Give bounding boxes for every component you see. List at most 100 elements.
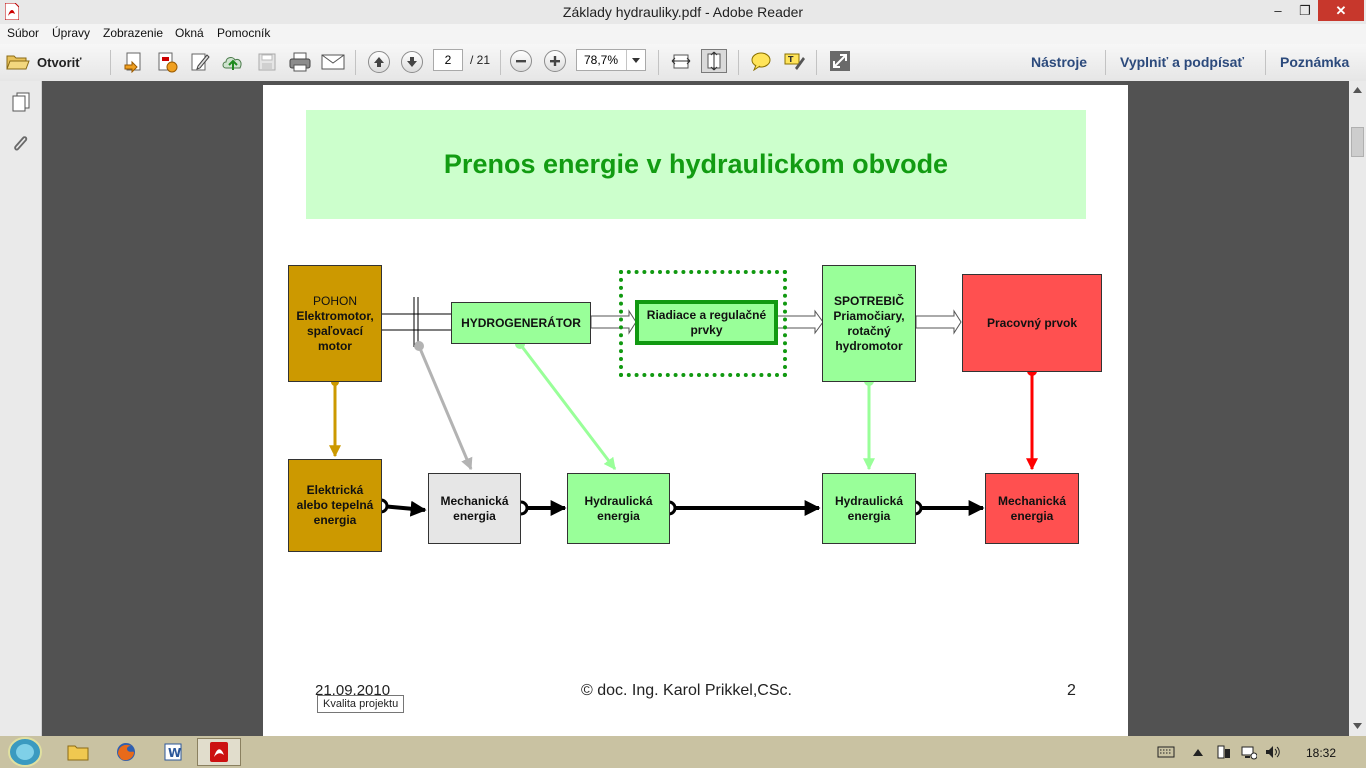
create-pdf-button[interactable] [121, 50, 147, 74]
zoom-out-button[interactable] [508, 49, 534, 73]
maximize-button[interactable]: ❐ [1299, 3, 1311, 18]
page-number-input[interactable]: 2 [433, 49, 463, 71]
start-orb-icon [8, 737, 42, 767]
taskbar-explorer[interactable] [56, 738, 100, 766]
slide-title: Prenos energie v hydraulickom obvode [443, 149, 949, 179]
scrollbar-thumb[interactable] [1351, 127, 1364, 157]
window-title: Základy hydrauliky.pdf - Adobe Reader [562, 4, 804, 20]
plus-icon [550, 56, 560, 66]
word-icon: W [164, 743, 182, 761]
minus-icon [516, 60, 526, 63]
export-pdf-button[interactable] [154, 50, 180, 74]
volume-icon[interactable] [1265, 745, 1281, 759]
save-disk-icon [258, 53, 276, 71]
highlight-button[interactable]: T [781, 49, 807, 73]
fit-width-button[interactable] [668, 49, 694, 73]
network-icon[interactable] [1241, 744, 1257, 760]
page-thumbnails-icon[interactable] [10, 91, 32, 113]
firefox-icon [117, 743, 135, 761]
toolbar-separator [500, 50, 501, 75]
edit-icon [191, 53, 210, 71]
zoom-select[interactable]: 78,7% [576, 49, 646, 71]
sticky-note-button[interactable] [748, 49, 774, 73]
tooltip: Kvalita projektu [317, 695, 405, 713]
pdf-page: Prenos energie v hydraulickom obvode [263, 85, 1128, 736]
paperclip-icon[interactable] [10, 133, 32, 155]
fill-sign-link[interactable]: Vyplniť a podpísať [1120, 54, 1245, 70]
scroll-down-arrow-icon[interactable] [1353, 723, 1362, 729]
menu-subor[interactable]: Súbor [7, 26, 40, 40]
svg-text:T: T [788, 55, 794, 64]
energy-flow-diagram [329, 297, 1038, 517]
block-hydrogenerator: HYDROGENERÁTOR [451, 302, 591, 344]
expand-icon [830, 51, 850, 71]
taskbar-firefox[interactable] [104, 738, 148, 766]
scroll-up-arrow-icon[interactable] [1353, 87, 1362, 93]
keyboard-icon[interactable] [1157, 746, 1175, 758]
menu-pomocnik[interactable]: Pomocník [217, 26, 271, 40]
minimize-button[interactable]: – [1274, 3, 1282, 18]
control-elements-frame [619, 270, 787, 377]
toolbar-separator [355, 50, 356, 75]
edit-pdf-button[interactable] [187, 50, 213, 74]
fit-page-button[interactable] [701, 49, 727, 73]
toolbar-separator [110, 50, 111, 75]
fit-width-icon [671, 54, 691, 69]
menu-zobrazenie[interactable]: Zobrazenie [103, 26, 164, 40]
printer-icon [289, 52, 311, 72]
action-center-icon[interactable] [1216, 744, 1232, 760]
speech-bubble-icon [751, 52, 771, 71]
start-button[interactable] [6, 737, 44, 767]
taskbar-adobe-reader[interactable] [197, 738, 241, 766]
create-pdf-icon [124, 52, 141, 73]
save-button[interactable] [254, 50, 280, 74]
open-button[interactable]: Otvoriť [6, 50, 94, 74]
hydraulic-flow-arrows [590, 309, 962, 335]
page-total: / 21 [470, 53, 491, 67]
menu-bar: Súbor Úpravy Zobrazenie Okná Pomocník [0, 24, 1366, 44]
arrow-down-icon [407, 57, 417, 67]
gray-arrow [417, 345, 473, 471]
chevron-down-icon[interactable] [626, 50, 645, 70]
vertical-scrollbar[interactable] [1349, 81, 1366, 736]
print-button[interactable] [287, 50, 313, 74]
slide-footer-author: © doc. Ing. Karol Prikkel,CSc. [581, 682, 792, 699]
email-button[interactable] [320, 50, 346, 74]
menu-upravy[interactable]: Úpravy [52, 26, 91, 40]
slide-footer-page: 2 [1067, 682, 1076, 699]
open-label: Otvoriť [37, 54, 82, 70]
toolbar-separator [658, 50, 659, 75]
navigation-pane [0, 81, 42, 736]
next-page-button[interactable] [399, 50, 425, 74]
slide-footer-date: 21.09.2010 [315, 682, 391, 699]
clock[interactable]: 18:32 [1306, 746, 1337, 760]
toolbar-separator [738, 50, 739, 75]
chevron-up-icon[interactable] [1193, 748, 1203, 756]
comment-link[interactable]: Poznámka [1280, 54, 1350, 70]
toolbar-separator [1265, 50, 1266, 75]
previous-page-button[interactable] [366, 50, 392, 74]
full-screen-button[interactable] [827, 49, 853, 73]
close-button[interactable]: ✕ [1318, 0, 1364, 21]
toolbar-separator [1105, 50, 1106, 75]
taskbar-word[interactable]: W [151, 738, 195, 766]
svg-text:W: W [168, 746, 181, 760]
menu-okna[interactable]: Okná [175, 26, 204, 40]
shaft-connector [381, 297, 451, 347]
block-pracovny-prvok: Pracovný prvok [962, 274, 1102, 372]
adobe-reader-icon [210, 742, 228, 762]
tools-link[interactable]: Nástroje [1031, 54, 1088, 70]
zoom-value: 78,7% [584, 53, 619, 67]
green-arrow-1 [518, 343, 617, 470]
export-pdf-icon [158, 52, 178, 73]
cloud-upload-icon [222, 57, 242, 70]
highlighter-icon: T [784, 53, 805, 70]
upload-button[interactable] [220, 50, 246, 74]
zoom-in-button[interactable] [542, 49, 568, 73]
